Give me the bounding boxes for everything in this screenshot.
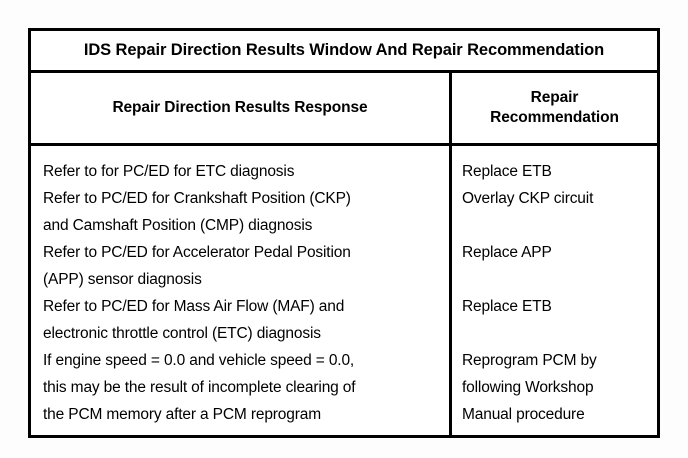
response-line: Refer to for PC/ED for ETC diagnosis xyxy=(43,163,295,180)
header-label-recommendation: Repair Recommendation xyxy=(490,88,619,128)
response-line: Refer to PC/ED for Crankshaft Position (… xyxy=(43,190,351,207)
response-line: Refer to PC/ED for Accelerator Pedal Pos… xyxy=(43,244,351,261)
recommendation-line: Replace ETB xyxy=(462,163,552,180)
recommendation-line: Replace ETB xyxy=(462,298,552,315)
repair-direction-table: IDS Repair Direction Results Window And … xyxy=(28,28,660,438)
body-cell-response: Refer to for PC/ED for ETC diagnosis Ref… xyxy=(31,146,452,435)
response-line: and Camshaft Position (CMP) diagnosis xyxy=(43,217,313,234)
recommendation-line: Replace APP xyxy=(462,244,552,261)
body-cell-recommendation: Replace ETB Overlay CKP circuit Replace … xyxy=(452,146,657,435)
response-line: electronic throttle control (ETC) diagno… xyxy=(43,325,321,342)
recommendation-line: Reprogram PCM by xyxy=(462,352,597,369)
table-body-row: Refer to for PC/ED for ETC diagnosis Ref… xyxy=(31,146,657,435)
table-title-row: IDS Repair Direction Results Window And … xyxy=(31,31,657,73)
response-line: If engine speed = 0.0 and vehicle speed … xyxy=(43,352,355,369)
response-line: (APP) sensor diagnosis xyxy=(43,271,202,288)
header-label-response: Repair Direction Results Response xyxy=(112,99,368,116)
recommendation-line xyxy=(462,266,657,293)
response-line: this may be the result of incomplete cle… xyxy=(43,379,356,396)
header-label-recommendation-line1: Repair xyxy=(530,89,579,106)
header-cell-recommendation: Repair Recommendation xyxy=(452,73,657,143)
response-line: Refer to PC/ED for Mass Air Flow (MAF) a… xyxy=(43,298,345,315)
response-line: the PCM memory after a PCM reprogram xyxy=(43,406,321,423)
table-header-row: Repair Direction Results Response Repair… xyxy=(31,73,657,146)
recommendation-line: following Workshop xyxy=(462,379,594,396)
recommendation-line: Overlay CKP circuit xyxy=(462,190,594,207)
header-cell-response: Repair Direction Results Response xyxy=(31,73,452,143)
recommendation-line: Manual procedure xyxy=(462,406,585,423)
table-title: IDS Repair Direction Results Window And … xyxy=(83,41,605,59)
header-label-recommendation-line2: Recommendation xyxy=(490,109,619,126)
recommendation-line xyxy=(462,320,657,347)
recommendation-line xyxy=(462,212,657,239)
